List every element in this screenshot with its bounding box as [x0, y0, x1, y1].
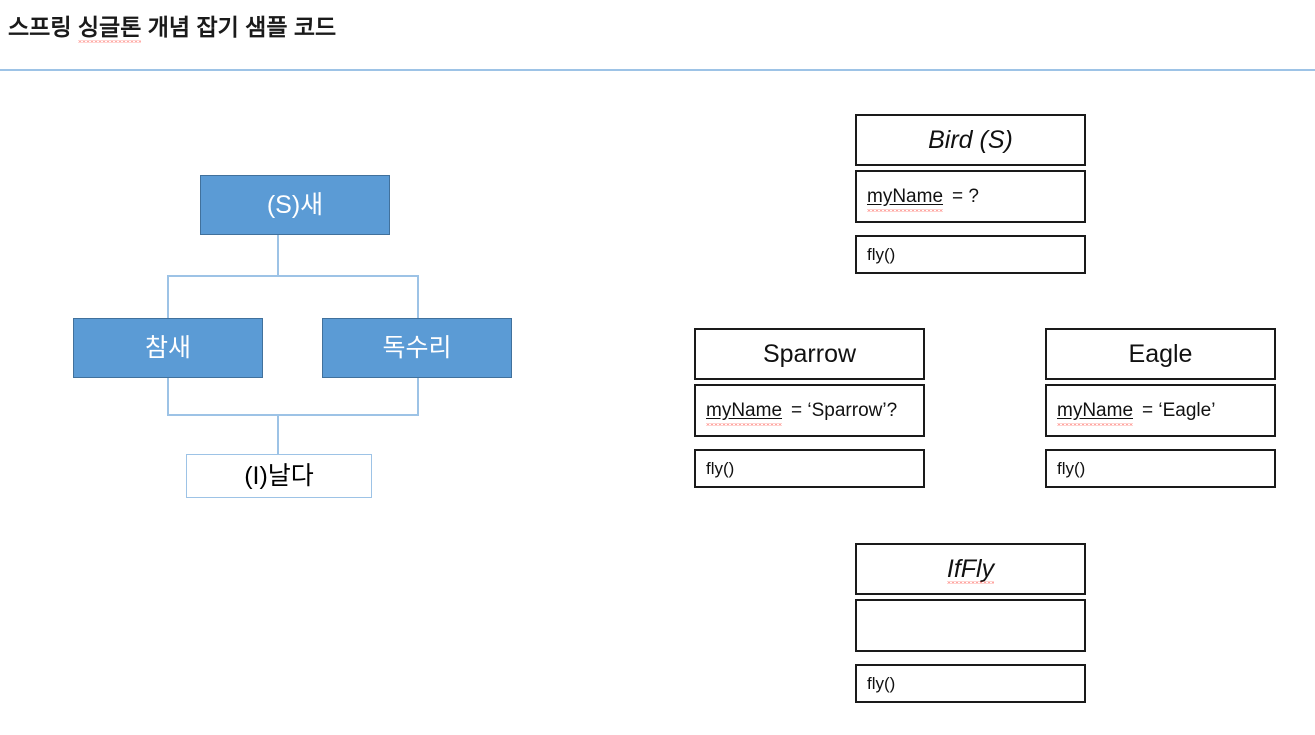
uml-attribute-value: = ? [952, 185, 979, 207]
uml-class-title-text: IfFly [946, 554, 995, 584]
uml-attribute-row: myName = ‘Eagle’ [1045, 384, 1276, 437]
uml-class-bird[interactable]: Bird (S) myName = ? fly() [855, 114, 1086, 274]
uml-class-title-text: Sparrow [762, 339, 857, 368]
connector-sparrow-down [167, 377, 169, 416]
uml-class-iffly[interactable]: IfFly fly() [855, 543, 1086, 703]
uml-method-name: fly() [706, 458, 735, 478]
org-node-bird-root[interactable]: (S)새 [200, 175, 390, 235]
uml-method-row: fly() [694, 449, 925, 488]
uml-attribute-name: myName [1057, 399, 1134, 426]
org-node-label: (S)새 [266, 190, 324, 219]
uml-attribute-value: = ‘Sparrow’? [791, 399, 898, 421]
uml-method-name: fly() [867, 673, 896, 693]
connector-to-eagle [417, 275, 419, 319]
org-node-label: (I)날다 [244, 461, 314, 490]
connector-to-fly [277, 414, 279, 454]
uml-attribute-row [855, 599, 1086, 652]
uml-class-title-text: Eagle [1128, 339, 1193, 368]
page-title-part-2: 개념 잡기 샘플 코드 [141, 14, 337, 40]
uml-class-sparrow[interactable]: Sparrow myName = ‘Sparrow’? fly() [694, 328, 925, 488]
org-node-sparrow[interactable]: 참새 [73, 318, 263, 378]
title-divider-rule [0, 69, 1315, 71]
page-title-misspelled-word: 싱글톤 [77, 8, 142, 43]
connector-root-horizontal [167, 275, 419, 277]
uml-attribute-row: myName = ‘Sparrow’? [694, 384, 925, 437]
uml-attribute-name: myName [867, 185, 944, 212]
uml-attribute-name: myName [706, 399, 783, 426]
page-title-part-1: 스프링 [8, 14, 78, 40]
uml-class-title-text: Bird (S) [928, 125, 1013, 154]
org-node-label: 참새 [144, 333, 191, 362]
uml-attribute-value: = ‘Eagle’ [1142, 399, 1216, 421]
page-title: 스프링 싱글톤 개념 잡기 샘플 코드 [8, 8, 337, 43]
uml-class-title: Bird (S) [855, 114, 1086, 166]
org-node-eagle[interactable]: 독수리 [322, 318, 512, 378]
connector-to-sparrow [167, 275, 169, 319]
uml-class-title: Sparrow [694, 328, 925, 380]
connector-root-down [277, 235, 279, 277]
connector-eagle-down [417, 377, 419, 416]
org-node-label: 독수리 [382, 333, 452, 362]
connector-bottom-horizontal [167, 414, 419, 416]
uml-class-eagle[interactable]: Eagle myName = ‘Eagle’ fly() [1045, 328, 1276, 488]
uml-class-title: IfFly [855, 543, 1086, 595]
uml-method-row: fly() [855, 664, 1086, 703]
uml-method-row: fly() [855, 235, 1086, 274]
uml-method-row: fly() [1045, 449, 1276, 488]
uml-attribute-row: myName = ? [855, 170, 1086, 223]
org-node-fly-interface[interactable]: (I)날다 [186, 454, 372, 498]
uml-class-title: Eagle [1045, 328, 1276, 380]
uml-method-name: fly() [1057, 458, 1086, 478]
uml-method-name: fly() [867, 244, 896, 264]
